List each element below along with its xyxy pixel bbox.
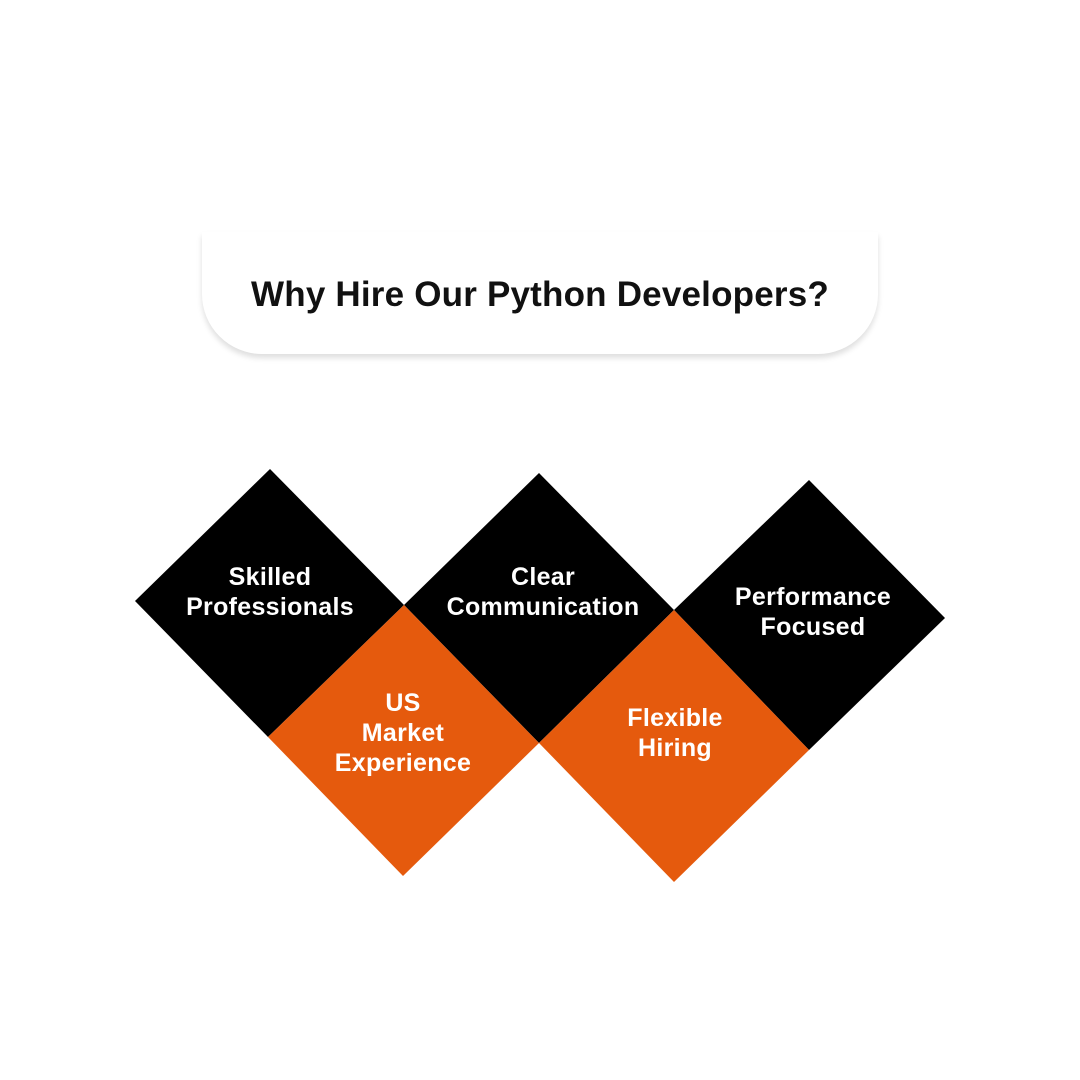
- label-line: Focused: [760, 613, 866, 641]
- label-performance-focused: Performance Focused: [673, 582, 953, 642]
- label-line: Professionals: [186, 593, 354, 621]
- label-line: Market: [361, 719, 445, 747]
- page-title: Why Hire Our Python Developers?: [251, 275, 829, 314]
- diamond-us-market-experience: [268, 605, 539, 876]
- label-line: Hiring: [637, 734, 713, 762]
- label-clear-communication: Clear Communication: [403, 562, 683, 622]
- label-flexible-hiring: Flexible Hiring: [535, 703, 815, 763]
- diamond-clear-communication: [404, 473, 674, 743]
- label-line: Skilled: [228, 563, 312, 591]
- diamond-performance-focused: [674, 480, 945, 750]
- label-line: US: [385, 689, 421, 717]
- label-line: Communication: [446, 593, 640, 621]
- label-line: Experience: [334, 749, 472, 777]
- diamond-skilled-professionals: [135, 469, 404, 737]
- label-us-market-experience: US Market Experience: [263, 688, 543, 778]
- title-card: [202, 232, 878, 354]
- diamond-flexible-hiring: [539, 610, 809, 882]
- label-line: Clear: [510, 563, 576, 591]
- label-line: Performance: [734, 583, 892, 611]
- label-line: Flexible: [627, 704, 723, 732]
- label-skilled-professionals: Skilled Professionals: [130, 562, 410, 622]
